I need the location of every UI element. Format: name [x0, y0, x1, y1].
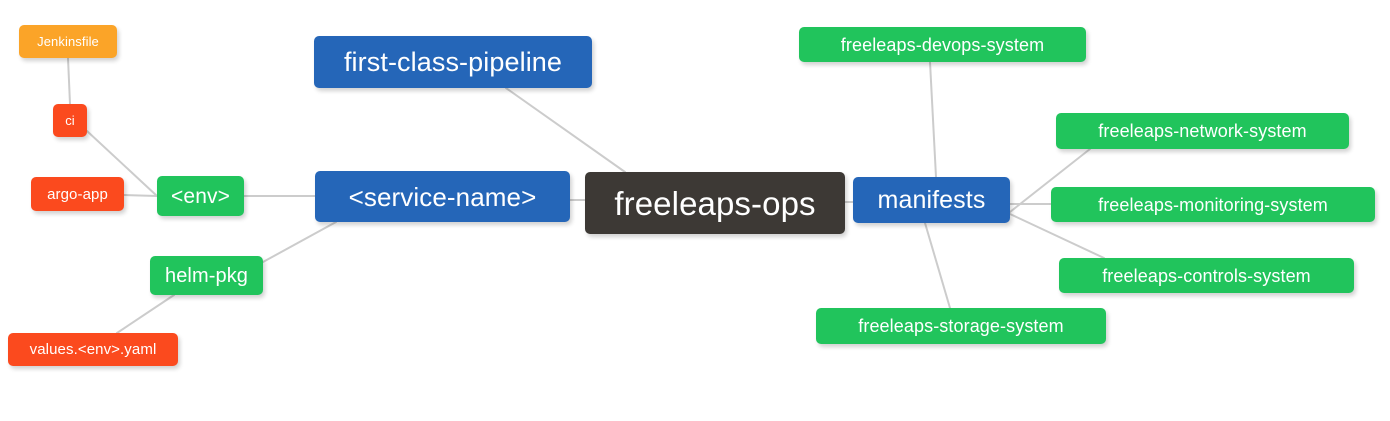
edge-jenkinsfile-to-ci [67, 57, 71, 105]
node-label-freeleaps-storage-system: freeleaps-storage-system [858, 316, 1064, 336]
node-label-service-name: <service-name> [348, 181, 537, 212]
node-argo-app[interactable]: argo-app [31, 177, 124, 211]
node-helm-pkg[interactable]: helm-pkg [150, 256, 263, 295]
node-freeleaps-network-system[interactable]: freeleaps-network-system [1056, 113, 1349, 149]
node-freeleaps-storage-system[interactable]: freeleaps-storage-system [816, 308, 1106, 344]
node-label-freeleaps-network-system: freeleaps-network-system [1098, 121, 1307, 141]
edge-manifests-to-freeleaps-storage-system [924, 222, 951, 309]
node-label-manifests: manifests [877, 185, 986, 214]
edge-freeleaps-devops-system-to-manifests [929, 61, 937, 178]
node-label-argo-app: argo-app [47, 185, 108, 203]
edge-values-yaml-to-helm-pkg [116, 294, 175, 334]
edge-argo-app-to-env [123, 194, 158, 197]
node-label-values-yaml: values.<env>.yaml [29, 341, 157, 358]
node-label-freeleaps-controls-system: freeleaps-controls-system [1102, 265, 1311, 286]
edge-first-class-pipeline-to-freeleaps-ops [505, 87, 626, 173]
edge-helm-pkg-to-service-name [262, 221, 337, 263]
node-values-yaml[interactable]: values.<env>.yaml [8, 333, 178, 366]
node-label-first-class-pipeline: first-class-pipeline [343, 46, 563, 77]
node-freeleaps-controls-system[interactable]: freeleaps-controls-system [1059, 258, 1354, 293]
node-service-name[interactable]: <service-name> [315, 171, 570, 222]
node-label-freeleaps-ops: freeleaps-ops [614, 184, 816, 222]
node-freeleaps-monitoring-system[interactable]: freeleaps-monitoring-system [1051, 187, 1375, 222]
node-label-jenkinsfile: Jenkinsfile [37, 34, 99, 49]
node-label-ci: ci [65, 113, 75, 128]
node-freeleaps-devops-system[interactable]: freeleaps-devops-system [799, 27, 1086, 62]
node-label-helm-pkg: helm-pkg [164, 264, 249, 287]
node-env[interactable]: <env> [157, 176, 244, 216]
node-label-freeleaps-monitoring-system: freeleaps-monitoring-system [1098, 194, 1328, 215]
node-ci[interactable]: ci [53, 104, 87, 137]
node-label-env: <env> [171, 184, 230, 208]
node-manifests[interactable]: manifests [853, 177, 1010, 223]
node-jenkinsfile[interactable]: Jenkinsfile [19, 25, 117, 58]
node-label-freeleaps-devops-system: freeleaps-devops-system [840, 34, 1045, 55]
node-freeleaps-ops[interactable]: freeleaps-ops [585, 172, 845, 234]
node-first-class-pipeline[interactable]: first-class-pipeline [314, 36, 592, 88]
